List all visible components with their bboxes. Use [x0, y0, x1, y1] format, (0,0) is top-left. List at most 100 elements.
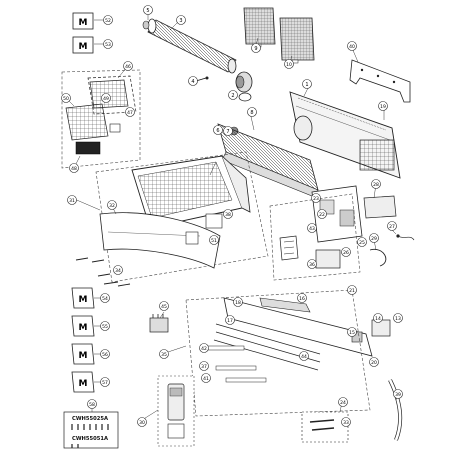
callout-48: 48: [69, 163, 79, 173]
screw-kit-code-a: CWH55025A: [72, 416, 108, 422]
callout-32: 32: [107, 200, 117, 210]
callout-46: 46: [123, 61, 133, 71]
svg-text:17: 17: [227, 318, 233, 324]
callout-33: 33: [341, 417, 351, 427]
svg-text:2: 2: [231, 93, 234, 99]
air-filter-left: [243, 7, 276, 48]
svg-text:56: 56: [102, 352, 108, 358]
svg-text:30: 30: [139, 420, 145, 426]
display-board: [75, 141, 101, 155]
svg-text:38: 38: [225, 212, 231, 218]
svg-text:21: 21: [349, 288, 355, 294]
electronic-controller-box: [311, 185, 363, 243]
manual-booklet-53: M: [72, 36, 94, 54]
svg-text:14: 14: [375, 316, 381, 322]
callout-45: 45: [159, 301, 169, 311]
fan-motor-assembly-right: [293, 115, 313, 141]
svg-text:22: 22: [319, 212, 325, 218]
vane-crank: [185, 231, 199, 245]
callout-50: 50: [61, 93, 71, 103]
svg-text:25: 25: [359, 240, 365, 246]
callout-43: 43: [307, 223, 317, 233]
svg-text:46: 46: [125, 64, 131, 70]
svg-text:45: 45: [161, 304, 167, 310]
callout-41: 41: [201, 373, 211, 383]
callout-8: 8: [247, 107, 257, 117]
sensor-wire: [396, 234, 415, 241]
drain-pan-group-outline: [185, 289, 371, 417]
air-filter-right: [279, 17, 315, 64]
drain-hose: [388, 379, 403, 441]
callout-31: 31: [67, 195, 77, 205]
svg-text:57: 57: [102, 380, 108, 386]
svg-text:18: 18: [235, 300, 241, 306]
svg-text:55: 55: [102, 324, 108, 330]
callout-1: 1: [302, 79, 312, 89]
wire-connector: [149, 314, 169, 333]
svg-text:29: 29: [371, 236, 377, 242]
svg-text:31: 31: [69, 198, 75, 204]
callout-3: 3: [176, 15, 186, 25]
svg-text:27: 27: [389, 224, 395, 230]
callout-18: 18: [233, 297, 243, 307]
svg-text:20: 20: [371, 360, 377, 366]
callout-5: 5: [143, 5, 153, 15]
vane-shafts: [75, 257, 131, 287]
motor-holder: [238, 92, 252, 102]
svg-text:M: M: [79, 295, 88, 305]
callout-2: 2: [228, 90, 238, 100]
callout-29: 29: [369, 233, 379, 243]
svg-text:1: 1: [305, 82, 308, 88]
callout-16: 16: [297, 293, 307, 303]
svg-text:8: 8: [250, 110, 253, 116]
indoor-pcb: [315, 249, 341, 269]
svg-text:35: 35: [161, 352, 167, 358]
callout-44: 44: [299, 351, 309, 361]
callout-13: 13: [393, 313, 403, 323]
callout-36: 36: [307, 259, 317, 269]
front-panel-body: [131, 155, 251, 229]
callout-54: 54: [100, 293, 110, 303]
svg-text:53: 53: [105, 42, 111, 48]
electronics-group-outline: [269, 193, 361, 281]
svg-text:50: 50: [63, 96, 69, 102]
svg-text:3: 3: [179, 18, 182, 24]
svg-text:M: M: [79, 351, 88, 361]
callout-56: 56: [100, 349, 110, 359]
callout-26: 26: [341, 247, 351, 257]
intake-grille-frame: [87, 75, 137, 115]
svg-text:48: 48: [71, 166, 77, 172]
manual-booklet-55: M: [71, 315, 95, 337]
svg-text:52: 52: [105, 18, 111, 24]
svg-text:54: 54: [102, 296, 108, 302]
svg-text:33: 33: [343, 420, 349, 426]
callout-55: 55: [100, 321, 110, 331]
terminal-board-cover: [363, 195, 397, 219]
svg-text:28: 28: [373, 182, 379, 188]
front-panel-group-outline: [61, 69, 141, 169]
svg-text:5: 5: [146, 8, 149, 14]
svg-text:13: 13: [395, 316, 401, 322]
callout-21: 21: [347, 285, 357, 295]
callout-15: 15: [347, 327, 357, 337]
installation-plate: [349, 59, 411, 103]
svg-text:41: 41: [203, 376, 209, 382]
remote-control: [157, 375, 195, 447]
callout-34: 34: [113, 265, 123, 275]
svg-text:4: 4: [191, 79, 194, 85]
svg-text:47: 47: [127, 110, 133, 116]
main-chassis: [289, 91, 401, 179]
accessory-bag: [301, 411, 349, 443]
front-flap: [99, 212, 221, 269]
callout-40: 40: [347, 41, 357, 51]
louver-set: [203, 345, 267, 383]
svg-text:40: 40: [349, 44, 355, 50]
svg-text:58: 58: [89, 402, 95, 408]
callout-7: 7: [223, 126, 233, 136]
callout-27: 27: [387, 221, 397, 231]
manual-booklet-56: M: [71, 343, 95, 365]
callout-17: 17: [225, 315, 235, 325]
callout-49: 49: [101, 93, 111, 103]
svg-text:M: M: [79, 18, 88, 28]
callout-25: 25: [357, 237, 367, 247]
